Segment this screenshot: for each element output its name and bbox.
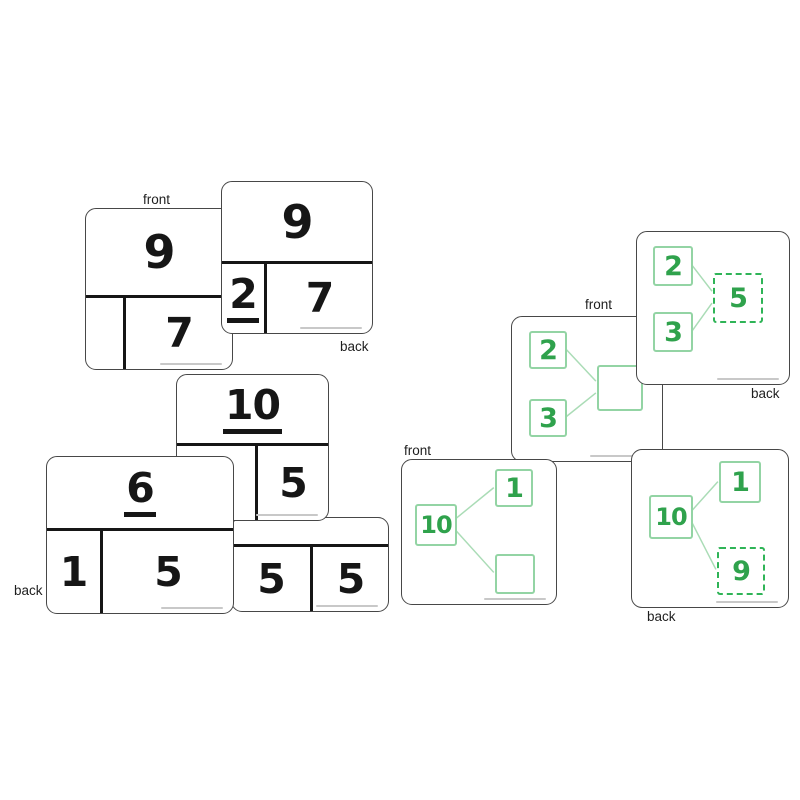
whole-number: 9 [281,194,313,249]
part-right-number: 7 [305,274,335,322]
whole-number: 6 [124,468,156,517]
fine-print [590,455,652,457]
part-1-number: 1 [505,472,524,504]
fine-print [256,514,318,516]
part-box-1: 1 [719,461,761,503]
fine-print [161,607,223,609]
whole-box: 10 [649,495,693,539]
parts-area: 7 [86,295,232,369]
part-right: 7 [123,298,232,369]
whole-box-blank [597,365,643,411]
part-box-2: 3 [529,399,567,437]
whole-number-area: 9 [222,182,372,261]
fine-print [484,598,546,600]
card-side-label-back: back [14,583,43,598]
whole-number: 10 [655,503,687,531]
bond-card-front-10-1: 10 1 [401,459,557,605]
card-side-label-back: back [751,386,780,401]
part-left-blank [86,298,123,369]
part-box-2-blank [495,554,535,594]
part-right: 5 [310,547,388,611]
card-side-label-back: back [340,339,369,354]
part-right-number: 5 [336,554,366,603]
connector-lines [691,481,719,570]
part-right: 5 [100,531,233,613]
whole-number: 9 [143,225,175,279]
fact-card-back-9-2-7: 9 2 7 [221,181,373,334]
part-1-number: 1 [731,466,750,498]
card-side-label-front: front [404,443,432,458]
part-box-2-answer: 9 [717,547,765,595]
bond-card-back-10-1-9: 10 1 9 [631,449,789,608]
part-left-number: 5 [257,554,286,603]
part-2-number: 3 [664,316,683,348]
part-box-1: 1 [495,469,533,507]
part-right-number: 5 [154,547,183,596]
parts-area: 2 7 [222,261,372,333]
whole-number-area [232,518,388,544]
part-right: 7 [264,264,372,333]
whole-box-answer: 5 [713,273,763,323]
fact-card-front-9-7: 9 7 [85,208,233,370]
card-side-label-front: front [143,192,171,207]
part-2-number: 9 [732,555,751,587]
part-1-number: 2 [664,250,683,282]
fact-card-5-5-partial: 5 5 [231,517,389,612]
fine-print [717,378,779,380]
whole-number-area: 6 [47,457,233,528]
part-left: 5 [232,547,310,611]
whole-number: 10 [222,384,283,434]
part-left-number: 2 [227,274,259,323]
part-left: 2 [222,264,264,333]
part-right-number: 7 [165,309,194,357]
parts-area: 1 5 [47,528,233,613]
part-2-number: 3 [539,402,558,434]
part-right: 5 [255,446,328,520]
whole-number: 10 [420,511,452,539]
card-side-label-front: front [585,297,613,312]
fine-print [316,605,378,607]
fine-print [716,601,778,603]
connector-lines [691,265,713,332]
whole-number-area: 9 [86,209,232,295]
whole-number: 5 [729,282,748,314]
fine-print [160,363,222,365]
part-box-1: 2 [653,246,693,286]
parts-area: 5 5 [232,544,388,611]
bond-card-back-2-3-5: 2 3 5 [636,231,790,385]
whole-box: 10 [415,504,457,546]
connector-lines [455,487,495,573]
part-right-number: 5 [279,458,308,507]
part-1-number: 2 [539,334,558,366]
connector-lines [565,349,597,418]
whole-number-area: 10 [177,375,328,443]
part-box-2: 3 [653,312,693,352]
fine-print [300,327,362,329]
fact-card-back-6-1-5: 6 1 5 [46,456,234,614]
part-left: 1 [47,531,100,613]
part-box-1: 2 [529,331,567,369]
part-left-number: 1 [59,547,89,596]
card-side-label-back: back [647,609,676,624]
